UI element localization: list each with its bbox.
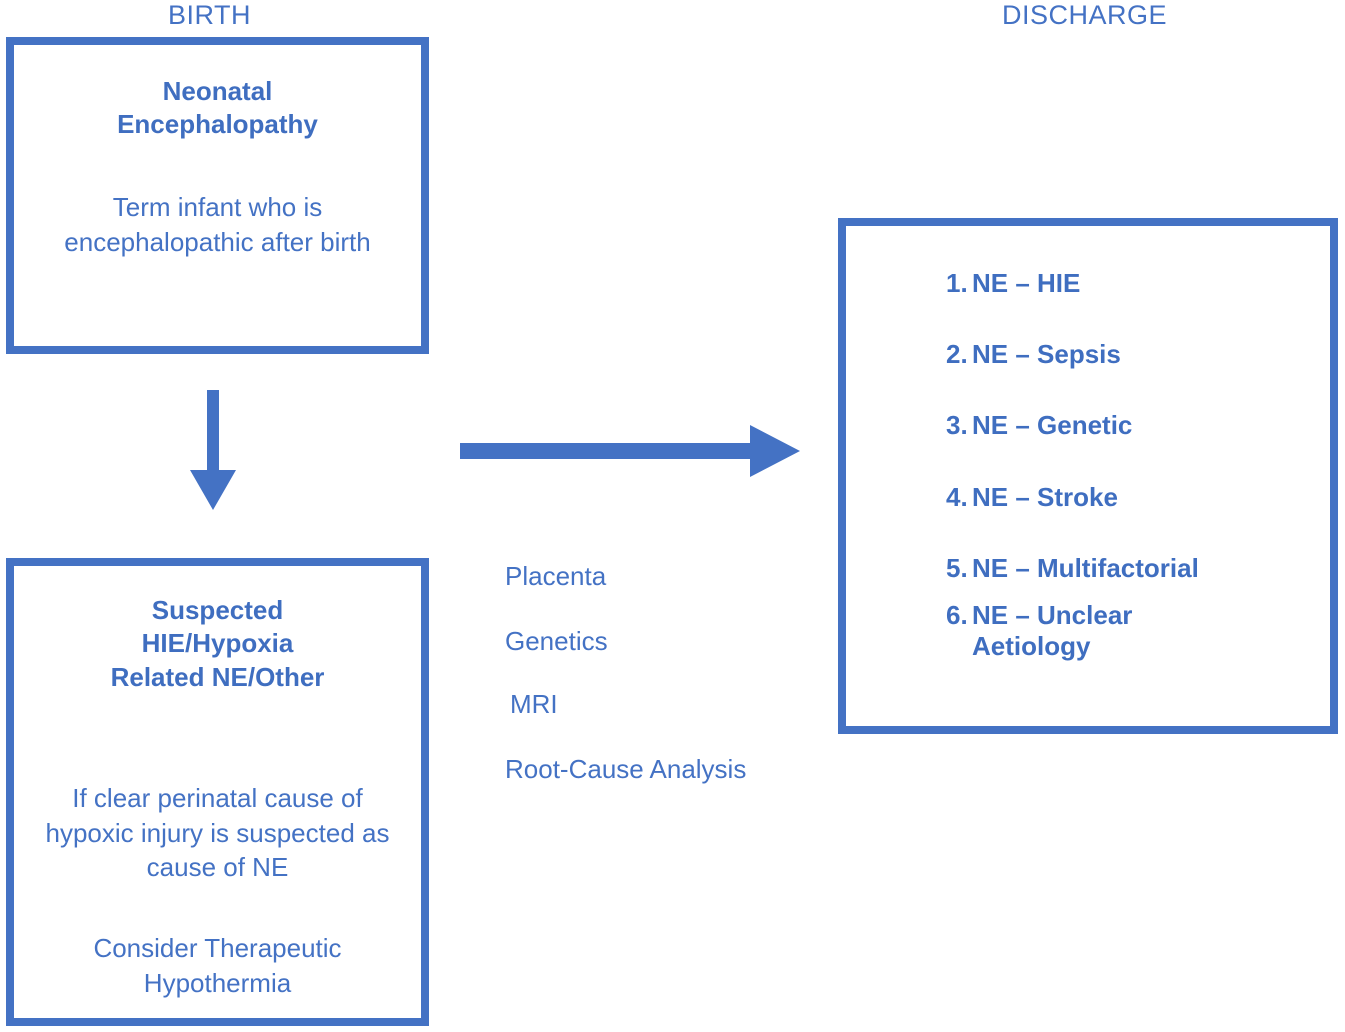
box-body-neonatal-encephalopathy: Term infant who is encephalopathic after… (64, 192, 371, 257)
box-body-suspected-hie-criteria: If clear perinatal cause of hypoxic inju… (45, 783, 390, 883)
outcome-number: 2. (946, 339, 968, 370)
outcome-number: 6. (946, 599, 968, 630)
outcome-label: NE – HIE (972, 268, 1081, 298)
outcome-label: NE – Multifactorial (972, 552, 1199, 583)
outcome-label: NE – Genetic (972, 410, 1133, 441)
arrow-right-icon (460, 425, 800, 477)
stage-label-discharge: DISCHARGE (1002, 0, 1168, 30)
workup-label-placenta: Placenta (505, 561, 607, 591)
workup-label-mri: MRI (510, 689, 558, 719)
list-item: 6. NE – Unclear Aetiology (946, 600, 1199, 662)
box-content: Suspected HIE/Hypoxia Related NE/Other I… (14, 566, 421, 1018)
box-content: Neonatal Encephalopathy Term infant who … (14, 45, 421, 346)
outcome-list: 1. NE – HIE 2. NE – Sepsis 3. NE – Genet… (946, 268, 1199, 662)
box-content: 1. NE – HIE 2. NE – Sepsis 3. NE – Genet… (846, 226, 1330, 726)
outcome-number: 5. (946, 552, 968, 583)
outcome-number: 3. (946, 410, 968, 441)
box-ne-outcomes: 1. NE – HIE 2. NE – Sepsis 3. NE – Genet… (838, 218, 1338, 734)
arrow-down-glyph (190, 390, 236, 510)
list-item: 1. NE – HIE (946, 268, 1199, 299)
box-neonatal-encephalopathy: Neonatal Encephalopathy Term infant who … (6, 37, 429, 354)
workup-label-genetics: Genetics (505, 626, 608, 656)
outcome-label: NE – Sepsis (972, 339, 1121, 370)
outcome-number: 4. (946, 481, 968, 512)
box-suspected-hie: Suspected HIE/Hypoxia Related NE/Other I… (6, 558, 429, 1026)
box-body-suspected-hie-treatment: Consider Therapeutic Hypothermia (93, 933, 342, 998)
list-item: 2. NE – Sepsis (946, 339, 1199, 370)
outcome-label: NE – Stroke (972, 481, 1118, 512)
workup-label-root-cause-analysis: Root-Cause Analysis (505, 754, 747, 784)
arrow-right-glyph (460, 425, 800, 477)
stage-label-birth: BIRTH (168, 0, 252, 30)
list-item: 5. NE – Multifactorial (946, 553, 1199, 584)
list-item: 4. NE – Stroke (946, 482, 1199, 513)
outcome-label: NE – Unclear Aetiology (972, 599, 1133, 662)
box-title-suspected-hie: Suspected HIE/Hypoxia Related NE/Other (110, 595, 325, 692)
outcome-number: 1. (946, 268, 968, 298)
box-title-neonatal-encephalopathy: Neonatal Encephalopathy (117, 76, 318, 140)
arrow-down-icon (190, 390, 236, 510)
list-item: 3. NE – Genetic (946, 410, 1199, 441)
